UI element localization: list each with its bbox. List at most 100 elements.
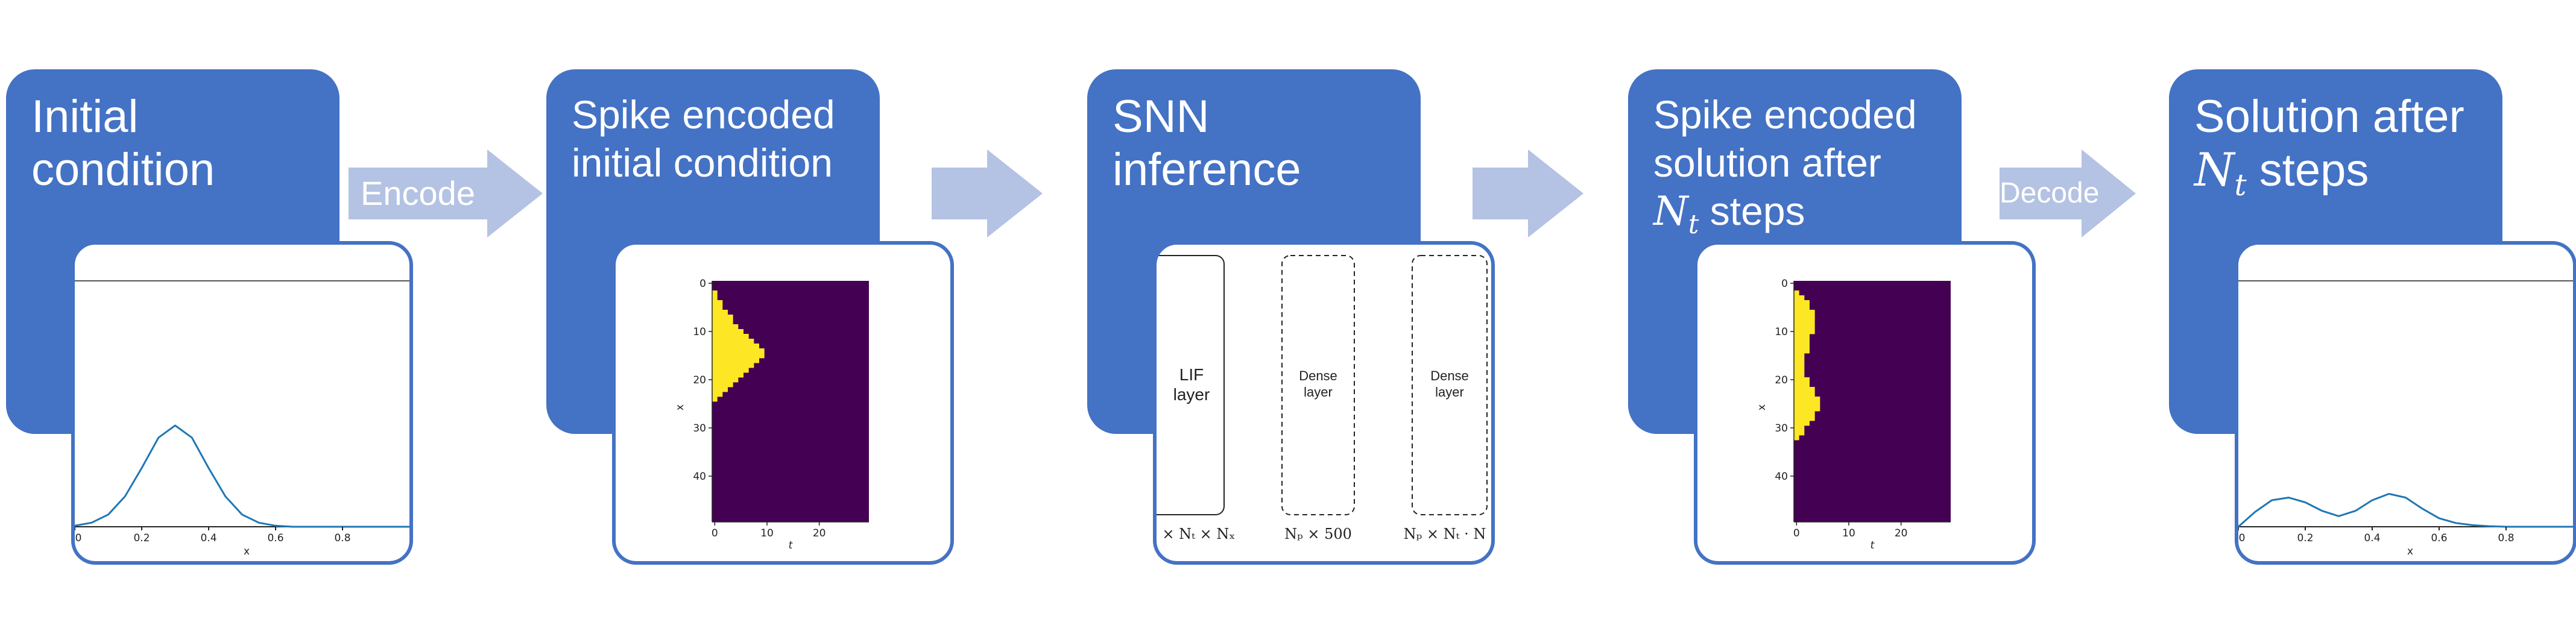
spike-row <box>712 382 733 388</box>
math-symbol: N <box>1653 188 1688 234</box>
spike-row <box>712 295 718 301</box>
stage-title-line: Spike encoded <box>1653 92 1917 137</box>
x-axis-label: x <box>2407 545 2413 557</box>
x-tick-label: 20 <box>1895 527 1908 539</box>
x-tick-label: 0.8 <box>2498 532 2514 544</box>
dense-layer-box <box>1281 255 1355 515</box>
spike-row <box>712 353 765 359</box>
spike-row <box>1794 416 1815 421</box>
x-tick-label: 0.6 <box>2431 532 2447 544</box>
spike-row <box>712 368 749 373</box>
arrow-shape <box>349 149 543 237</box>
x-axis-label: t <box>1870 539 1875 551</box>
arrow-3 <box>1473 149 1667 237</box>
x-tick-label: 0.8 <box>334 532 350 544</box>
y-tick-label: 30 <box>1775 422 1788 435</box>
stage-title-line: solution after <box>1653 140 1881 185</box>
spike-row <box>712 348 765 354</box>
spike-row <box>1794 397 1820 402</box>
stage-title-line: Nt steps <box>2194 143 2490 212</box>
spike-row <box>1794 430 1805 436</box>
stage-title: Initial condition <box>31 91 215 195</box>
spike-row <box>1794 290 1799 296</box>
dense-layer-label: Dense <box>1299 368 1337 383</box>
x-tick-label: 0 <box>1793 527 1800 539</box>
arrow-label: Encode <box>361 174 475 212</box>
spike-row <box>712 310 728 315</box>
data-series-line <box>75 424 409 528</box>
x-tick-label: 10 <box>760 527 774 539</box>
y-tick-label: 10 <box>1775 326 1788 338</box>
stage-title-suffix: steps <box>2246 145 2369 196</box>
spike-row <box>712 372 743 378</box>
spike-row <box>1794 334 1810 339</box>
arrow-shape <box>1473 149 1583 237</box>
math-subscript: t <box>1688 209 1699 240</box>
spike-row <box>712 305 723 310</box>
x-tick-label: 0.2 <box>2297 532 2313 544</box>
spike-row <box>1794 348 1810 354</box>
y-tick-label: 10 <box>693 326 706 338</box>
spike-row <box>1794 344 1810 349</box>
raster-background <box>712 281 869 522</box>
spike-row <box>1794 295 1805 301</box>
spike-row <box>1794 377 1810 383</box>
decode-arrow: Decode <box>2000 149 2194 237</box>
arrow-label: Decode <box>2000 177 2100 209</box>
spike-row <box>712 334 749 339</box>
spike-row <box>1794 406 1820 412</box>
panel-solution-curve: 0 0.2 0.4 0.6 0.8 x <box>2235 241 2576 565</box>
spike-row <box>712 319 733 325</box>
math-subscript: t <box>2234 168 2247 203</box>
spike-row <box>1794 319 1815 325</box>
dense-layer-label: layer <box>1304 385 1333 400</box>
spike-row <box>1794 392 1815 397</box>
y-tick-label: 0 <box>1781 278 1788 290</box>
spike-row <box>1794 382 1810 388</box>
spike-row <box>1794 401 1820 407</box>
layer-dimension-label: Nₚ × Nₜ · N <box>1404 526 1486 542</box>
spike-row <box>712 344 759 349</box>
x-tick-label: 0.6 <box>267 532 283 544</box>
spike-row <box>712 300 723 306</box>
spike-row <box>712 290 718 296</box>
spike-row <box>1794 324 1815 330</box>
x-tick-label: 0.4 <box>2364 532 2380 544</box>
spike-row <box>1794 421 1810 426</box>
spike-row <box>712 363 754 368</box>
arrow-shape <box>932 149 1043 237</box>
x-tick-label: 0 <box>75 532 82 544</box>
spike-row <box>712 387 728 392</box>
spike-row <box>1794 411 1815 416</box>
spike-row <box>712 397 718 402</box>
x-tick-label: 20 <box>813 527 826 539</box>
y-tick-label: 20 <box>1775 374 1788 386</box>
spike-row <box>1794 329 1815 334</box>
stage-title: Solution after Nt steps <box>2194 90 2490 212</box>
y-tick-label: 20 <box>693 374 706 386</box>
dense-layer-label: Dense <box>1430 368 1469 383</box>
dense-layer-box <box>1412 255 1488 515</box>
spike-row <box>712 315 733 320</box>
y-axis-label: x <box>1756 404 1768 410</box>
lif-layer-label: layer <box>1173 385 1210 404</box>
spike-row <box>1794 300 1810 306</box>
y-tick-label: 30 <box>693 422 706 435</box>
spike-row <box>1794 425 1805 431</box>
arrow-2 <box>932 149 1126 237</box>
spike-row <box>1794 363 1805 368</box>
spike-row <box>1794 387 1815 392</box>
x-tick-label: 10 <box>1842 527 1855 539</box>
x-axis-label: x <box>244 545 250 557</box>
solution-curve-plot: 0 0.2 0.4 0.6 0.8 x <box>2238 280 2573 557</box>
stage-title-line: Nt steps <box>1653 187 1949 249</box>
stage-title: SNN inference <box>1113 91 1301 195</box>
x-tick-label: 0 <box>2239 532 2246 544</box>
data-series-line <box>2238 492 2573 528</box>
